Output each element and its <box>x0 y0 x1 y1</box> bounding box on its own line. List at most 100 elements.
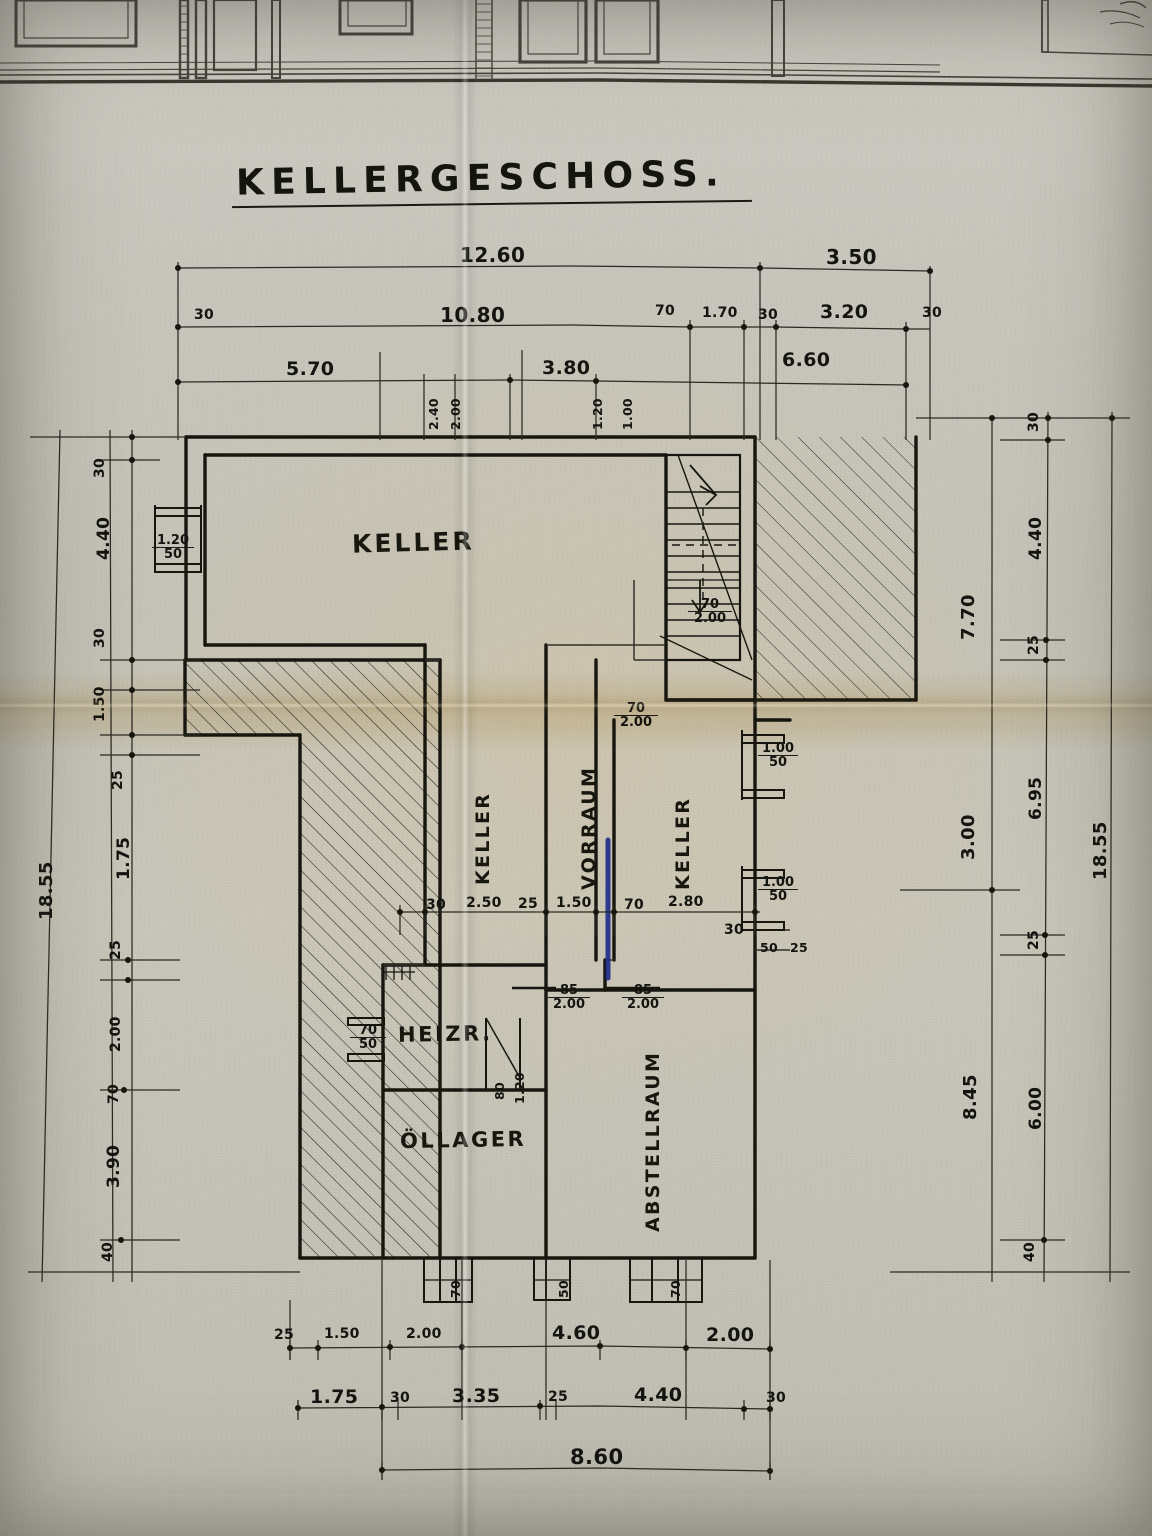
dim-right-6-95: 6.95 <box>1026 776 1046 820</box>
opening-door-stair-north: 70 2.00 <box>688 598 732 626</box>
dim-bot2-25: 25 <box>548 1389 569 1405</box>
room-label-abstellraum: ABSTELLRAUM <box>642 1050 664 1232</box>
opening-window-east-lower: 1.00 50 <box>758 876 798 904</box>
dim-left-30b: 30 <box>92 627 108 648</box>
dim-top-v-1-20: 1.20 <box>590 398 605 430</box>
opening-door-right-center: 85 2.00 <box>622 984 664 1012</box>
dim-small-25: 25 <box>790 940 808 955</box>
dim-right-6-00: 6.00 <box>1026 1086 1046 1130</box>
openings-graphics <box>154 505 785 1090</box>
dim-mid-30b: 30 <box>724 922 745 938</box>
opening-door-heizraum: 70 50 <box>350 1024 386 1052</box>
dim-top2-3-20: 3.20 <box>820 301 869 323</box>
dim-left-40: 40 <box>100 1241 116 1262</box>
dim-right-overall-18-55: 18.55 <box>1090 821 1111 880</box>
opening-door-vorraum-north: 70 2.00 <box>614 702 658 730</box>
opening-w: 1.00 <box>761 741 795 756</box>
dim-right-3-00: 3.00 <box>958 814 979 860</box>
dim-mid-25: 25 <box>518 896 539 912</box>
dim-top-v-1-00: 1.00 <box>620 398 635 430</box>
dim-bot2-1-75: 1.75 <box>310 1386 359 1408</box>
dim-bot2-3-35: 3.35 <box>452 1385 501 1407</box>
dim-bot1-1-50: 1.50 <box>324 1326 360 1342</box>
dim-left-1-75: 1.75 <box>114 836 134 880</box>
dim-right-7-70: 7.70 <box>958 594 979 640</box>
opening-w: 85 <box>559 983 579 998</box>
dim-mid-30a: 30 <box>426 897 447 913</box>
opening-w: 70 <box>358 1023 378 1038</box>
room-label-vorraum: VORRAUM <box>578 765 600 890</box>
dim-left-3-90: 3.90 <box>104 1144 124 1188</box>
dim-mid-1-50: 1.50 <box>556 895 592 911</box>
hatched-areas <box>185 437 916 1258</box>
dim-right-25b: 25 <box>1026 929 1042 950</box>
dim-top-v-2-40: 2.40 <box>426 398 441 430</box>
dim-bot1-2-00: 2.00 <box>406 1326 442 1342</box>
dim-bot2-30a: 30 <box>390 1390 411 1406</box>
dim-top2-30a: 30 <box>194 307 215 323</box>
dim-top-3-50: 3.50 <box>826 245 877 269</box>
room-label-keller-mid-right: KELLER <box>672 796 694 890</box>
dim-bot1-4-60: 4.60 <box>552 1322 601 1344</box>
dim-bot2-30b: 30 <box>766 1390 787 1406</box>
opening-window-oellager-w: 80 <box>492 1082 507 1100</box>
opening-window-oellager-h: 1.20 <box>512 1072 527 1104</box>
dim-bot2-4-40: 4.40 <box>634 1384 683 1406</box>
dim-right-4-40: 4.40 <box>1026 516 1046 560</box>
footing-tick-mid: 50 <box>556 1280 571 1298</box>
dim-left-25a: 25 <box>110 769 126 790</box>
dim-top2-30b: 30 <box>758 307 779 323</box>
dim-top3-5-70: 5.70 <box>286 358 335 380</box>
opening-h: 50 <box>758 889 798 903</box>
dim-top2-10-80: 10.80 <box>440 303 506 327</box>
footing-tick-left: 70 <box>448 1280 463 1298</box>
opening-w: 70 <box>626 701 646 716</box>
opening-door-left-center: 85 2.00 <box>548 984 590 1012</box>
footing-tick-right: 70 <box>668 1280 683 1298</box>
opening-h: 50 <box>152 547 194 561</box>
opening-h: 2.00 <box>688 611 732 625</box>
dim-top2-30c: 30 <box>922 305 943 321</box>
dim-left-2-00: 2.00 <box>108 1016 124 1052</box>
dim-right-8-45: 8.45 <box>960 1074 981 1120</box>
dim-top3-6-60: 6.60 <box>782 349 831 371</box>
opening-h: 50 <box>350 1037 386 1051</box>
dim-left-overall-18-55: 18.55 <box>36 861 57 920</box>
dim-left-4-40: 4.40 <box>94 516 114 560</box>
dim-left-70: 70 <box>106 1083 122 1104</box>
opening-w: 70 <box>700 597 720 612</box>
dim-small-50: 50 <box>760 940 778 955</box>
opening-h: 2.00 <box>548 997 590 1011</box>
room-label-heizraum: HEIZR. <box>397 1021 493 1047</box>
opening-w: 1.20 <box>156 533 190 548</box>
dim-right-25a: 25 <box>1026 634 1042 655</box>
opening-h: 2.00 <box>622 997 664 1011</box>
room-label-keller-north: KELLER <box>351 526 475 559</box>
dimension-tick-marks <box>118 265 1115 1474</box>
dim-top-12-60: 12.60 <box>460 243 526 267</box>
dim-left-30a: 30 <box>92 457 108 478</box>
opening-w: 85 <box>633 983 653 998</box>
room-label-oellager: ÖLLAGER <box>399 1126 527 1154</box>
opening-window-east-upper: 1.00 50 <box>758 742 798 770</box>
dim-left-25b: 25 <box>108 939 124 960</box>
opening-h: 50 <box>758 755 798 769</box>
dim-mid-70: 70 <box>624 897 645 913</box>
dim-right-40: 40 <box>1022 1241 1038 1262</box>
staircase <box>659 453 753 681</box>
dim-bot1-2-00b: 2.00 <box>706 1324 755 1346</box>
dim-top2-1-70: 1.70 <box>702 305 738 321</box>
opening-w: 1.00 <box>761 875 795 890</box>
room-label-keller-mid-left: KELLER <box>472 791 494 885</box>
opening-window-west-keller: 1.20 50 <box>152 534 194 562</box>
dim-mid-2-80: 2.80 <box>668 894 704 910</box>
dim-mid-2-50: 2.50 <box>466 895 502 911</box>
opening-h: 2.00 <box>614 715 658 729</box>
dim-right-30: 30 <box>1026 411 1042 432</box>
dim-bottom-overall-8-60: 8.60 <box>570 1445 624 1469</box>
dim-left-1-50: 1.50 <box>92 686 108 722</box>
dim-top2-70: 70 <box>655 303 676 319</box>
